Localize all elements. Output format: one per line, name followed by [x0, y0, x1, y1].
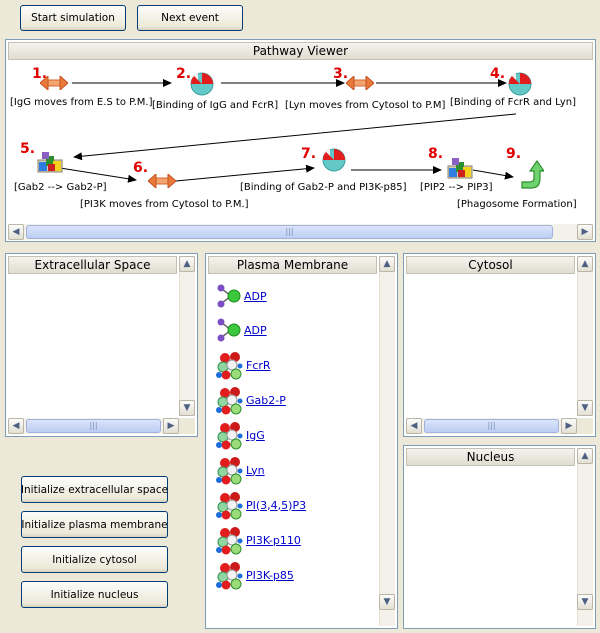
double-arrow-icon[interactable]: [148, 174, 176, 188]
nucleus-vertical-scrollbar[interactable]: ▲ ▼: [577, 448, 593, 626]
step-4-number: 4.: [490, 66, 506, 82]
scroll-right-arrow-icon[interactable]: ▶: [163, 418, 179, 434]
membrane-vertical-scrollbar[interactable]: ▲ ▼: [379, 256, 395, 626]
step-2-label: [Binding of IgG and FcrR]: [152, 100, 279, 111]
step-6-number: 6.: [133, 160, 149, 176]
scrollbar-thumb[interactable]: |||: [424, 419, 559, 433]
scrollbar-corner: [577, 418, 593, 434]
extracellular-space-title: Extracellular Space: [8, 256, 177, 274]
pathway-arrows: [59, 79, 517, 183]
list-item[interactable]: ADP: [216, 315, 267, 345]
binding-pie-icon[interactable]: [188, 72, 216, 96]
cytosol-vertical-scrollbar[interactable]: ▲ ▼: [577, 256, 593, 416]
list-item[interactable]: PI3K-p85: [216, 560, 294, 590]
plasma-membrane-panel: Plasma Membrane ADP ADP FcrR Gab2-P IgG …: [205, 253, 398, 629]
molecule-link[interactable]: FcrR: [246, 358, 271, 372]
protein-icon: [216, 525, 244, 555]
list-item[interactable]: PI3K-p110: [216, 525, 301, 555]
molecule-link[interactable]: IgG: [246, 428, 265, 442]
molecule-link[interactable]: ADP: [244, 289, 267, 303]
scroll-down-arrow-icon[interactable]: ▼: [179, 400, 195, 416]
small-molecule-icon: [216, 317, 242, 343]
step-4-label: [Binding of FcrR and Lyn]: [450, 97, 576, 108]
molecule-link[interactable]: Lyn: [246, 463, 265, 477]
small-molecule-icon: [216, 283, 242, 309]
molecule-link[interactable]: PI3K-p85: [246, 568, 294, 582]
molecule-link[interactable]: PI(3,4,5)P3: [246, 498, 307, 512]
initialize-cytosol-button[interactable]: Initialize cytosol: [21, 546, 168, 573]
step-9-number: 9.: [506, 146, 522, 162]
list-item[interactable]: FcrR: [216, 350, 271, 380]
scroll-down-arrow-icon[interactable]: ▼: [577, 400, 593, 416]
step-7-number: 7.: [301, 146, 317, 162]
next-event-button[interactable]: Next event: [137, 5, 243, 31]
start-simulation-button[interactable]: Start simulation: [20, 5, 126, 31]
extracellular-space-panel: Extracellular Space ▲ ▼ ◀ ||| ▶: [5, 253, 198, 437]
step-3-label: [Lyn moves from Cytosol to P.M]: [285, 100, 446, 111]
scroll-down-arrow-icon[interactable]: ▼: [379, 594, 395, 610]
initialize-nucleus-button[interactable]: Initialize nucleus: [21, 581, 168, 608]
scroll-left-arrow-icon[interactable]: ◀: [8, 224, 24, 240]
initialize-membrane-button[interactable]: Initialize plasma membrane: [21, 511, 168, 538]
list-item[interactable]: PI(3,4,5)P3: [216, 490, 306, 520]
molecule-link[interactable]: Gab2-P: [246, 393, 286, 407]
pathway-viewer-title: Pathway Viewer: [8, 42, 593, 60]
protein-icon: [216, 420, 244, 450]
molecule-link[interactable]: PI3K-p110: [246, 533, 301, 547]
list-item[interactable]: IgG: [216, 420, 265, 450]
step-5-label: [Gab2 --> Gab2-P]: [14, 182, 107, 193]
scroll-left-arrow-icon[interactable]: ◀: [406, 418, 422, 434]
step-9-label: [Phagosome Formation]: [457, 199, 577, 210]
scroll-right-arrow-icon[interactable]: ▶: [561, 418, 577, 434]
step-6-label: [PI3K moves from Cytosol to P.M.]: [80, 199, 249, 210]
step-1-number: 1.: [32, 66, 48, 82]
scroll-up-arrow-icon[interactable]: ▲: [379, 256, 395, 272]
list-item[interactable]: Lyn: [216, 455, 265, 485]
extracellular-horizontal-scrollbar[interactable]: ◀ ||| ▶: [8, 418, 179, 434]
initialize-extracellular-button[interactable]: Initialize extracellular space: [21, 476, 168, 503]
scroll-up-arrow-icon[interactable]: ▲: [577, 448, 593, 464]
nucleus-panel: Nucleus ▲ ▼: [403, 445, 596, 629]
molecule-link[interactable]: ADP: [244, 323, 267, 337]
scroll-down-arrow-icon[interactable]: ▼: [577, 594, 593, 610]
scrollbar-corner: [179, 418, 195, 434]
cytosol-title: Cytosol: [406, 256, 575, 274]
green-up-arrow-icon[interactable]: [518, 160, 544, 190]
protein-icon: [216, 490, 244, 520]
pathway-horizontal-scrollbar[interactable]: ◀ ||| ▶: [8, 224, 593, 240]
extracellular-vertical-scrollbar[interactable]: ▲ ▼: [179, 256, 195, 416]
step-5-number: 5.: [20, 141, 36, 157]
conversion-blocks-icon[interactable]: [446, 156, 474, 180]
pathway-viewer-panel: Pathway Viewer 1. [IgG moves from E.S to…: [5, 39, 596, 242]
scrollbar-thumb[interactable]: |||: [26, 225, 553, 239]
protein-icon: [216, 385, 244, 415]
step-7-label: [Binding of Gab2-P and PI3K-p85]: [240, 182, 407, 193]
step-2-number: 2.: [176, 66, 192, 82]
double-arrow-icon[interactable]: [346, 76, 374, 90]
protein-icon: [216, 560, 244, 590]
double-arrow-icon[interactable]: [40, 76, 68, 90]
step-8-number: 8.: [428, 146, 444, 162]
cytosol-horizontal-scrollbar[interactable]: ◀ ||| ▶: [406, 418, 577, 434]
protein-icon: [216, 350, 244, 380]
nucleus-title: Nucleus: [406, 448, 575, 466]
binding-pie-icon[interactable]: [506, 72, 534, 96]
protein-icon: [216, 455, 244, 485]
scroll-up-arrow-icon[interactable]: ▲: [577, 256, 593, 272]
binding-pie-icon[interactable]: [320, 148, 348, 172]
step-3-number: 3.: [333, 66, 349, 82]
list-item[interactable]: Gab2-P: [216, 385, 286, 415]
step-8-label: [PIP2 --> PIP3]: [420, 182, 493, 193]
scroll-right-arrow-icon[interactable]: ▶: [577, 224, 593, 240]
plasma-membrane-title: Plasma Membrane: [208, 256, 377, 274]
conversion-blocks-icon[interactable]: [36, 150, 64, 174]
scroll-left-arrow-icon[interactable]: ◀: [8, 418, 24, 434]
step-1-label: [IgG moves from E.S to P.M.]: [10, 97, 153, 108]
cytosol-panel: Cytosol ▲ ▼ ◀ ||| ▶: [403, 253, 596, 437]
list-item[interactable]: ADP: [216, 281, 267, 311]
scrollbar-thumb[interactable]: |||: [26, 419, 161, 433]
scroll-up-arrow-icon[interactable]: ▲: [179, 256, 195, 272]
